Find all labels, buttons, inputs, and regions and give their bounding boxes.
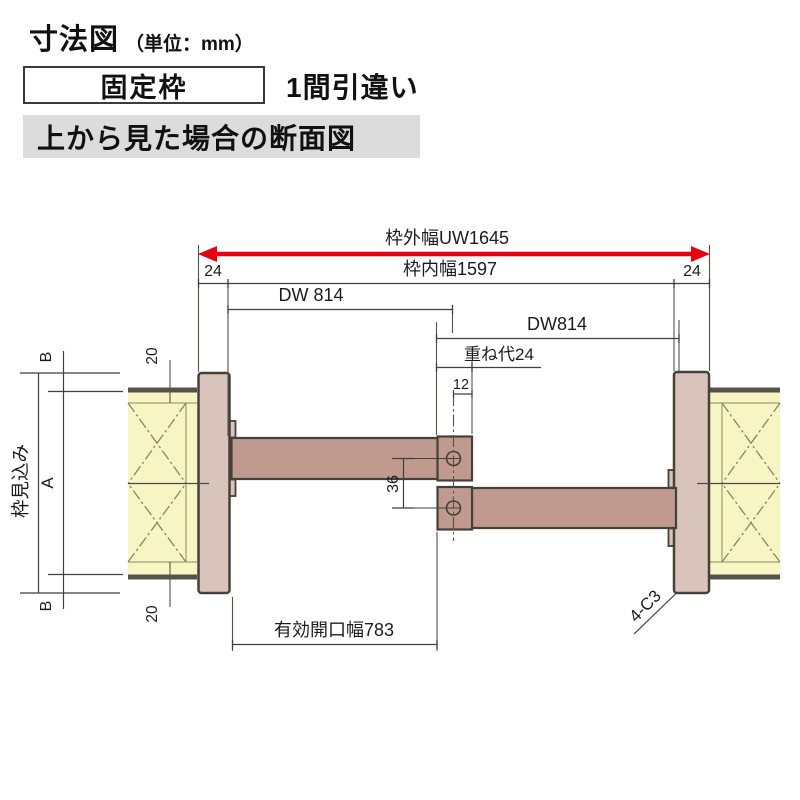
- page-title: 寸法図: [29, 24, 120, 56]
- right-frame: [667, 370, 711, 595]
- left-wall-brace-icon: [127, 402, 187, 563]
- chamfer-label: 4-C3: [625, 586, 664, 625]
- dim-inner-width-line: [197, 279, 711, 288]
- right-door-panel: [436, 485, 678, 531]
- dim-overlap-label: 重ね代24: [464, 345, 534, 364]
- page-title-row: 寸法図 （単位：mm）: [29, 16, 254, 58]
- dim-outer-width-arrow: [198, 246, 710, 262]
- dim-dw-right-line: [435, 334, 680, 343]
- right-wall-top-edge: [710, 387, 780, 393]
- left-wall-bottom-edge: [128, 574, 197, 580]
- configuration-label: 1間引違い: [286, 72, 419, 103]
- dim-inner-width-label: 枠内幅1597: [403, 259, 497, 279]
- arrow-left-icon: [198, 246, 217, 262]
- right-wall-bottom-edge: [710, 574, 780, 580]
- dim-overlap-line: [435, 363, 541, 372]
- dim-dw-left-label: DW 814: [278, 285, 343, 305]
- section-view-label-box: 上から見た場合の断面図: [23, 115, 420, 158]
- dim-wall-bottom-label: 20: [144, 605, 161, 623]
- left-frame: [197, 371, 237, 595]
- page-title-unit: （単位：mm）: [125, 34, 254, 55]
- depth-a-label: A: [38, 477, 57, 489]
- section-view-label: 上から見た場合の断面図: [37, 122, 357, 154]
- dim-dw-left-line: [227, 305, 454, 314]
- dim-dw-right-label: DW814: [527, 314, 587, 334]
- dim-left-margin-label: 24: [204, 263, 222, 280]
- dim-opening-label: 有効開口幅783: [274, 620, 394, 640]
- dim-outer-width-label: 枠外幅UW1645: [385, 228, 509, 248]
- right-frame-body: [672, 370, 711, 595]
- dim-right-margin-label: 24: [683, 263, 701, 280]
- right-wall-brace-icon: [721, 402, 781, 563]
- dim-stile-offset-line: [452, 390, 473, 398]
- depth-b-bottom-label: B: [38, 601, 55, 612]
- depth-b-top-label: B: [38, 352, 55, 363]
- frame-type-box: 固定枠: [23, 66, 265, 104]
- frame-type-label: 固定枠: [100, 72, 188, 103]
- frame-depth-label: 枠見込み: [10, 444, 31, 518]
- arrow-right-icon: [691, 246, 710, 262]
- chamfer-leader-line: [633, 592, 678, 635]
- dim-opening-line: [231, 640, 438, 649]
- right-door-body: [470, 486, 678, 530]
- left-wall-top-edge: [128, 387, 197, 393]
- dim-wall-top-label: 20: [144, 347, 161, 365]
- dim-stile-gap-line: [392, 457, 414, 509]
- depth-dim-lines: [20, 351, 123, 609]
- dim-stile-gap-label: 36: [385, 475, 402, 493]
- dim-stile-offset-label: 12: [453, 377, 469, 393]
